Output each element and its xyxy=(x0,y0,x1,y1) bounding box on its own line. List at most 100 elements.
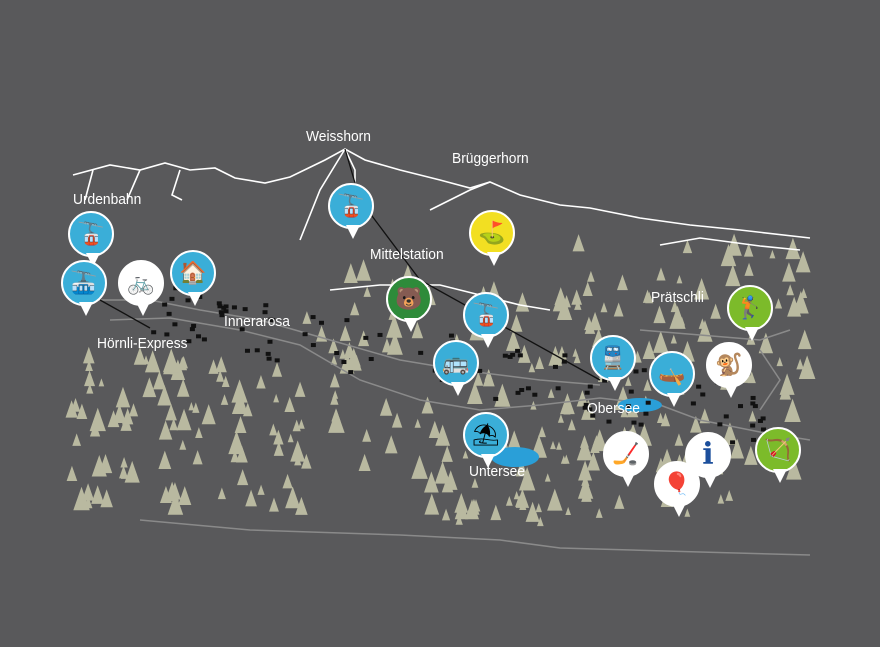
house xyxy=(377,332,383,337)
tree xyxy=(674,433,684,446)
tree xyxy=(176,408,192,431)
tree xyxy=(89,421,101,437)
house xyxy=(268,317,274,322)
tree xyxy=(556,345,568,363)
tree xyxy=(85,359,93,371)
marker-hoernli-express[interactable]: 🚠 xyxy=(61,260,107,316)
marker-ice-hockey[interactable]: 🏒 xyxy=(603,431,649,487)
house xyxy=(262,310,268,315)
house xyxy=(166,311,172,316)
tree xyxy=(302,311,312,324)
tree xyxy=(121,408,134,425)
tree xyxy=(424,493,440,515)
tree xyxy=(159,485,172,504)
label-hoernli-express: Hörnli-Express xyxy=(97,335,188,352)
house xyxy=(700,392,706,397)
house xyxy=(561,359,567,364)
house xyxy=(310,315,316,320)
tree xyxy=(133,347,147,365)
tree xyxy=(81,483,95,501)
tree xyxy=(725,489,734,501)
tree xyxy=(482,369,495,387)
tree xyxy=(65,400,78,418)
marker-bus[interactable]: 🚌 xyxy=(433,340,479,396)
house xyxy=(519,387,525,392)
house xyxy=(517,353,523,358)
house xyxy=(750,423,756,428)
house xyxy=(507,354,513,359)
tree xyxy=(330,392,339,405)
tree xyxy=(698,318,707,329)
tree xyxy=(699,408,710,424)
marker-kids-balloons[interactable]: 🎈 xyxy=(654,461,700,517)
house xyxy=(368,357,374,362)
lakes xyxy=(491,398,662,467)
tree xyxy=(656,412,665,423)
house xyxy=(244,348,250,353)
house xyxy=(151,330,157,335)
marker-bear-forest[interactable]: 🐻 xyxy=(386,276,432,332)
tree xyxy=(257,484,265,495)
marker-urdenbahn[interactable]: 🚡 xyxy=(68,211,114,267)
marker-bike-bear[interactable]: 🚲 xyxy=(118,260,164,316)
marker-rafting[interactable]: 🛶 xyxy=(649,351,695,407)
lake-untersee xyxy=(491,447,539,467)
house xyxy=(302,332,308,337)
marker-archery[interactable]: 🏹 xyxy=(755,427,801,483)
tree xyxy=(556,298,573,320)
tree xyxy=(670,300,679,313)
gondola-icon: 🚡 xyxy=(472,302,500,327)
tree xyxy=(298,419,305,429)
marker-golf-praetschli[interactable]: 🏌 xyxy=(727,285,773,341)
tree xyxy=(339,325,351,341)
house xyxy=(751,437,757,442)
tree xyxy=(245,489,257,507)
tree xyxy=(350,302,360,316)
marker-mittelstation-gondola[interactable]: 🚡 xyxy=(463,292,509,348)
house xyxy=(162,302,168,307)
tree xyxy=(157,385,172,406)
tree xyxy=(797,329,812,350)
monkey-icon: 🐒 xyxy=(715,352,743,377)
marker-hut[interactable]: 🏠 xyxy=(170,250,216,306)
house xyxy=(641,368,647,373)
tree xyxy=(285,486,301,509)
tree xyxy=(787,296,802,317)
bow-arrow-icon: 🏹 xyxy=(764,437,792,462)
tree xyxy=(256,375,266,389)
label-weisshorn: Weisshorn xyxy=(306,128,371,145)
tree xyxy=(518,467,536,491)
tree xyxy=(144,350,161,373)
tree xyxy=(269,497,279,512)
tree xyxy=(510,314,523,332)
tree xyxy=(455,514,463,525)
marker-beach[interactable]: ⛱ xyxy=(463,412,509,468)
tree xyxy=(798,355,816,380)
tree xyxy=(582,281,593,297)
marker-train[interactable]: 🚆 xyxy=(590,335,636,391)
tree xyxy=(234,416,247,433)
cable-lines xyxy=(99,148,601,381)
tree xyxy=(519,499,527,510)
house xyxy=(696,384,702,389)
tree xyxy=(124,460,140,483)
tree xyxy=(722,422,738,446)
tree xyxy=(386,332,403,355)
marker-weisshorn-gondola[interactable]: 🚡 xyxy=(328,183,374,239)
tree xyxy=(352,354,361,367)
tree xyxy=(84,370,96,387)
house xyxy=(263,303,269,308)
tree xyxy=(98,378,105,387)
tree xyxy=(769,249,776,259)
tree xyxy=(572,234,585,252)
tree xyxy=(330,355,338,365)
tree xyxy=(215,356,227,373)
tree xyxy=(221,375,230,387)
tree xyxy=(192,450,203,465)
marker-golf-brueggerhorn[interactable]: ⛳ xyxy=(469,210,515,266)
tree xyxy=(796,358,804,370)
tree xyxy=(287,433,294,443)
house xyxy=(216,301,222,306)
marker-rope-park[interactable]: 🐒 xyxy=(706,342,752,398)
